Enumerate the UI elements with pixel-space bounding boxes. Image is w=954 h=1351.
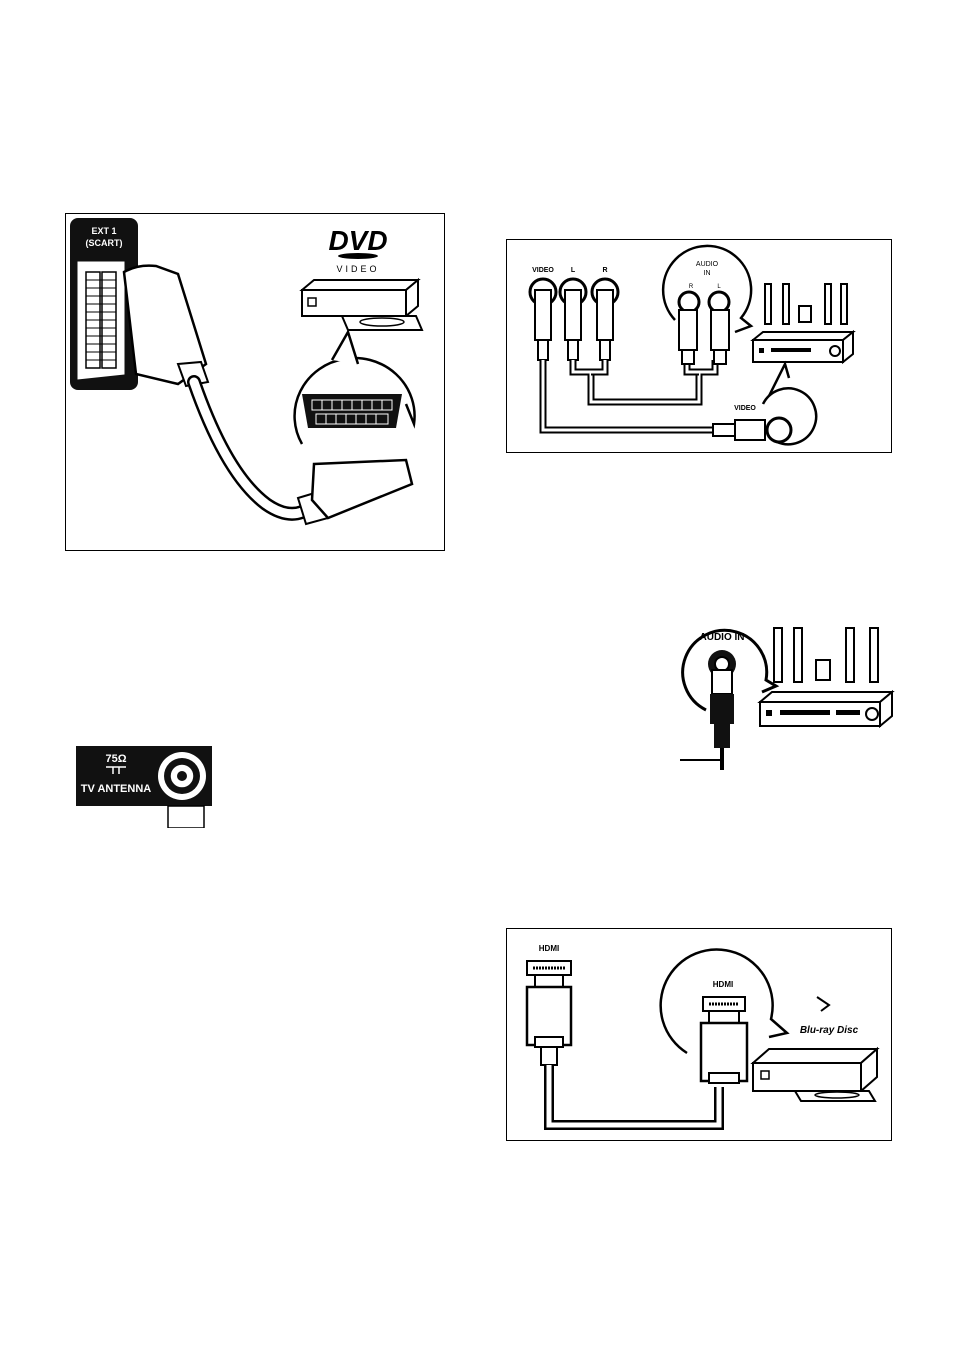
audio-in-sublabel: IN [704, 270, 711, 277]
receiver-video-plug [713, 418, 791, 442]
dvd-scart-socket [302, 394, 402, 428]
antenna-socket [158, 752, 206, 800]
audio-in-plug [708, 650, 736, 770]
tv-hdmi-label: HDMI [539, 944, 559, 953]
dvd-logo: DVD [328, 225, 387, 256]
scart-plug-dvd-end [312, 460, 412, 518]
audio-in-speakers [774, 628, 878, 682]
hdmi-diagram-drawing: HDMI HDMI Blu-ray Disc [507, 929, 891, 1140]
dvd-video-logo: VIDEO [336, 264, 379, 274]
audio-in-connection-diagram: AUDIO IN [676, 610, 896, 774]
tv-antenna-drawing: 75Ω TV ANTENNA [76, 746, 212, 828]
home-theatre-speakers [765, 284, 847, 324]
tv-rca-jacks [530, 279, 618, 360]
receiver-video-label: VIDEO [734, 405, 756, 412]
device-hdmi-label: HDMI [713, 980, 733, 989]
blu-ray-player [753, 1049, 877, 1101]
antenna-label: TV ANTENNA [81, 783, 152, 795]
ext1-port-label: EXT 1 [91, 226, 116, 236]
composite-diagram-drawing: VIDEO L R AUDIO IN R L [507, 240, 891, 452]
antenna-impedance: 75Ω [105, 753, 126, 765]
audio-in-label: AUDIO [696, 261, 719, 268]
hdmi-connection-diagram: HDMI HDMI Blu-ray Disc [506, 928, 892, 1141]
receiver-audio-plugs [679, 292, 729, 364]
scart-connection-diagram: EXT 1 (SCART) DVD VIDEO [65, 213, 445, 551]
hdmi-cable [549, 1065, 719, 1125]
audio-in-callout [663, 246, 751, 332]
jack-r-label: R [602, 267, 607, 274]
audio-in-receiver [760, 692, 892, 726]
jack-video-label: VIDEO [532, 267, 554, 274]
tv-hdmi-plug [527, 961, 571, 1065]
tv-antenna-port-diagram: 75Ω TV ANTENNA [76, 746, 212, 828]
audio-in-diagram-drawing: AUDIO IN [676, 610, 896, 774]
audio-in-l-label: L [717, 284, 721, 290]
audio-in-port-label: AUDIO IN [700, 632, 745, 643]
home-theatre-receiver [753, 332, 853, 362]
audio-in-r-label: R [689, 284, 694, 290]
dvd-player [302, 280, 422, 330]
blu-ray-logo: Blu-ray Disc [800, 997, 859, 1036]
composite-connection-diagram: VIDEO L R AUDIO IN R L [506, 239, 892, 453]
device-hdmi-plug [701, 997, 747, 1083]
scart-diagram-drawing: EXT 1 (SCART) DVD VIDEO [66, 214, 444, 550]
scart-cable [194, 382, 302, 514]
blu-ray-logo-text: Blu-ray Disc [800, 1025, 859, 1036]
scart-callout-pointer [332, 332, 358, 364]
antenna-plug [168, 806, 204, 828]
dvd-logo-disc [338, 253, 378, 259]
jack-l-label: L [571, 267, 576, 274]
ext1-port-sublabel: (SCART) [86, 238, 123, 248]
